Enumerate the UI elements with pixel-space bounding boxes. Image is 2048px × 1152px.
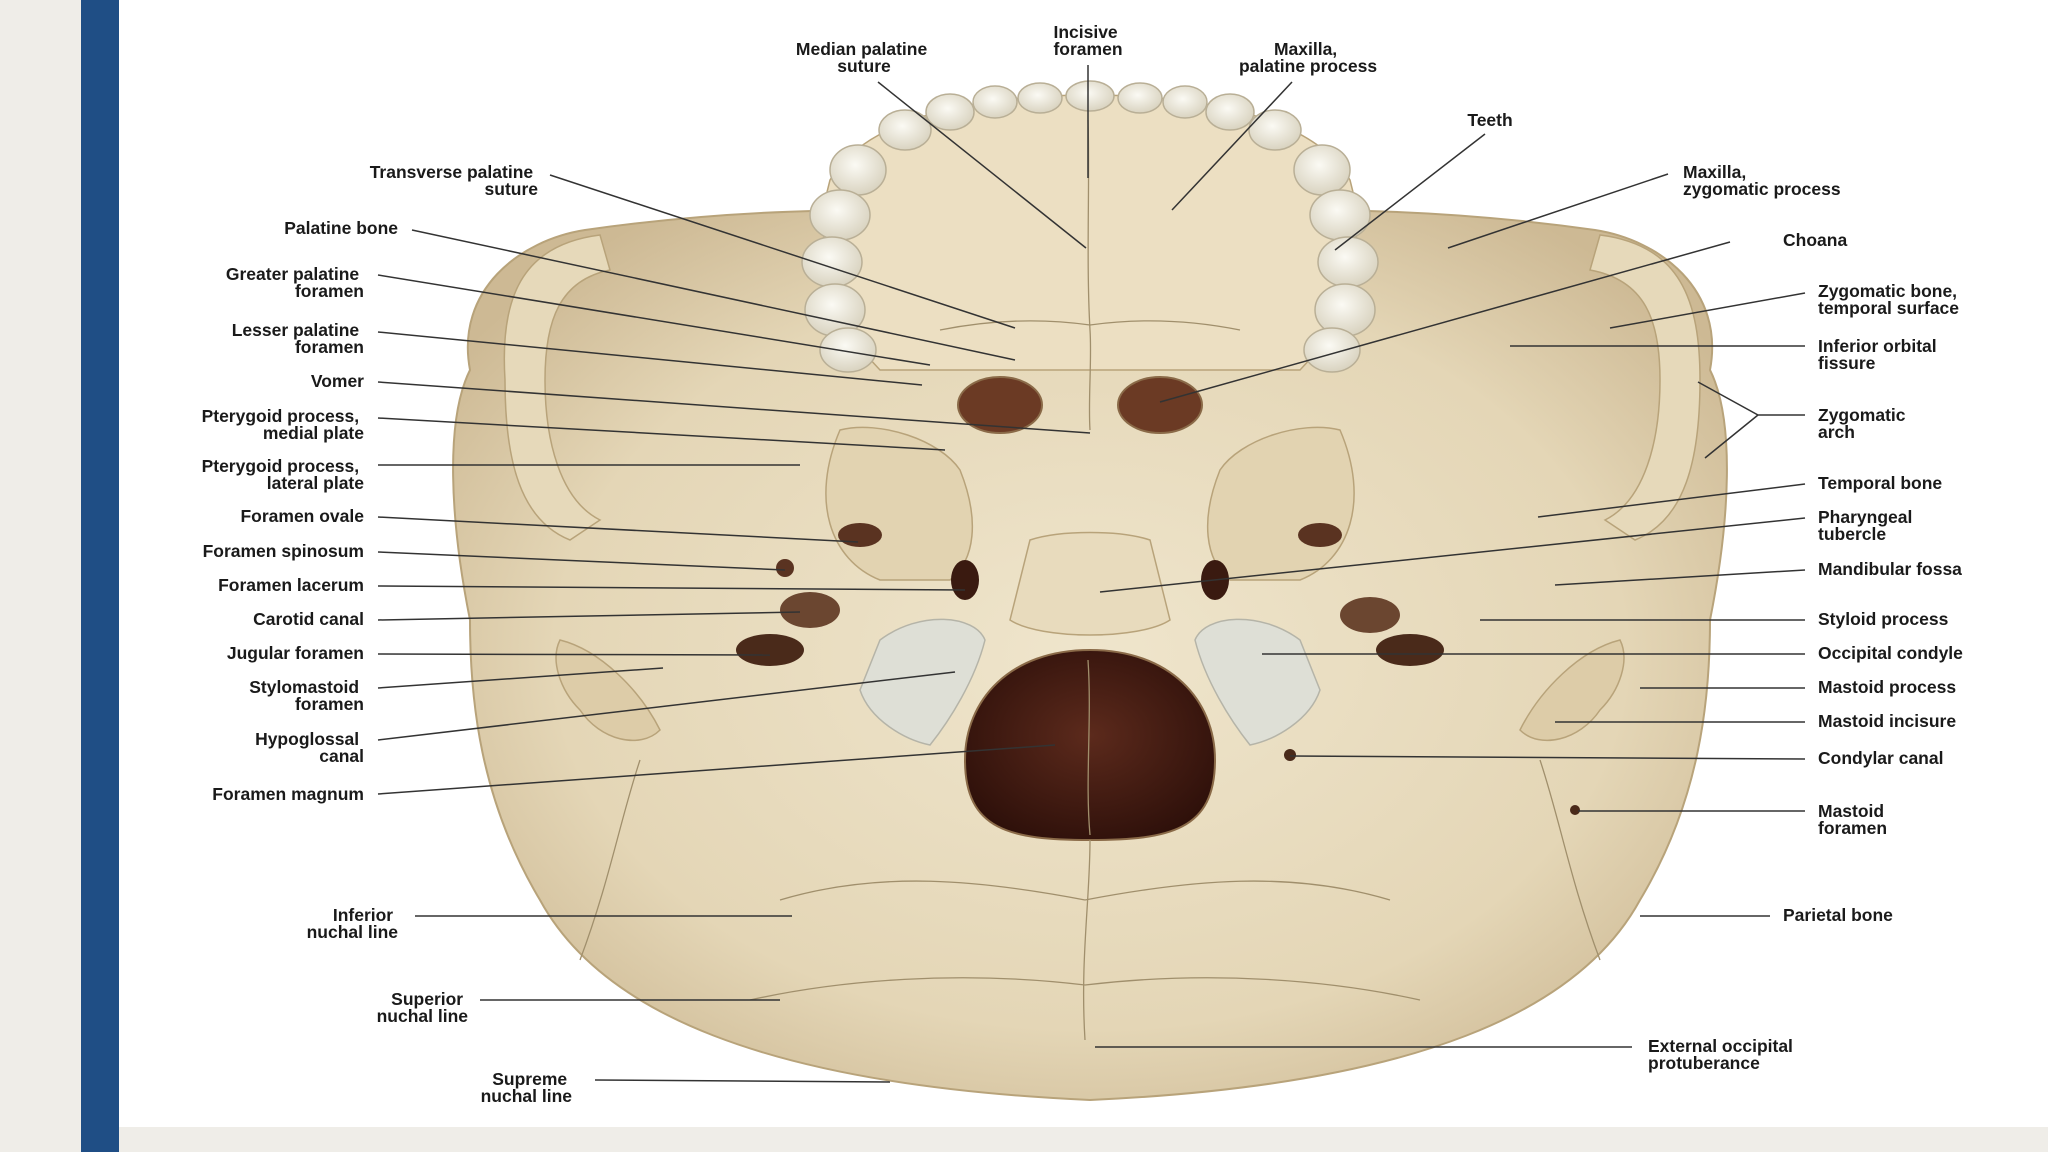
- label-styloid-process: Styloid process: [1818, 609, 1949, 629]
- zygomatic-arch-left: [503, 234, 611, 541]
- mastoid-right: [1519, 639, 1625, 742]
- foramen-spinosum-shape: [776, 559, 794, 577]
- label-inferior-nuchal-line: Inferior nuchal line: [307, 905, 399, 942]
- choana-right-shape: [1117, 376, 1203, 434]
- label-supreme-nuchal-line: Supreme nuchal line: [481, 1069, 573, 1106]
- label-inferior-orbital-fissure: Inferior orbital fissure: [1818, 336, 1942, 373]
- label-mastoid-foramen: Mastoid foramen: [1818, 801, 1889, 838]
- label-zygomatic-arch: Zygomatic arch: [1818, 405, 1910, 442]
- skull-illustration: [452, 80, 1728, 1102]
- label-mandibular-fossa: Mandibular fossa: [1818, 559, 1962, 579]
- jugular-foramen-right-shape: [1376, 634, 1444, 666]
- label-carotid-canal: Carotid canal: [253, 609, 364, 629]
- label-palatine-bone: Palatine bone: [284, 218, 398, 238]
- label-teeth: Teeth: [1467, 110, 1512, 130]
- label-incisive-foramen: Incisive foramen: [1053, 22, 1122, 59]
- label-greater-palatine-foramen: Greater palatine foramen: [226, 264, 364, 301]
- accent-bar: [81, 0, 119, 1152]
- occipital-condyle-right: [1194, 618, 1321, 746]
- label-choana: Choana: [1783, 230, 1847, 250]
- foramen-magnum-shape: [963, 648, 1217, 842]
- condylar-canal-shape: [1284, 749, 1296, 761]
- label-mastoid-incisure: Mastoid incisure: [1818, 711, 1956, 731]
- labels-right: Maxilla, zygomatic process Choana Zygoma…: [1648, 162, 1963, 1073]
- transverse-suture-line: [939, 320, 1241, 331]
- label-foramen-magnum: Foramen magnum: [212, 784, 364, 804]
- label-median-palatine-suture: Median palatine suture: [796, 39, 932, 76]
- label-stylomastoid-foramen: Stylomastoid foramen: [249, 677, 364, 714]
- teeth-group: [801, 80, 1379, 373]
- carotid-canal-shape: [780, 592, 840, 628]
- label-maxilla-zygomatic-process: Maxilla, zygomatic process: [1683, 162, 1841, 199]
- label-hypoglossal-canal: Hypoglossal canal: [255, 729, 364, 766]
- label-jugular-foramen: Jugular foramen: [227, 643, 364, 663]
- choana-left-shape: [957, 376, 1043, 434]
- label-zygomatic-bone-temporal-surface: Zygomatic bone, temporal surface: [1818, 281, 1962, 318]
- foramen-ovale-shape: [838, 523, 882, 547]
- carotid-canal-right-shape: [1340, 597, 1400, 633]
- label-external-occipital-protuberance: External occipital protuberance: [1648, 1036, 1798, 1073]
- label-maxilla-palatine-process: Maxilla, palatine process: [1239, 39, 1377, 76]
- label-transverse-palatine-suture: Transverse palatine suture: [370, 162, 539, 199]
- labels-left: Median palatine suture Incisive foramen …: [202, 22, 1513, 1106]
- label-pharyngeal-tubercle: Pharyngeal tubercle: [1818, 507, 1917, 544]
- mastoid-foramen-shape: [1570, 805, 1580, 815]
- label-pterygoid-lateral-plate: Pterygoid process, lateral plate: [202, 456, 365, 493]
- zygomatic-arch-right: [1589, 234, 1701, 541]
- label-foramen-lacerum: Foramen lacerum: [218, 575, 364, 595]
- label-vomer: Vomer: [311, 371, 364, 391]
- mastoid-left: [555, 639, 661, 742]
- label-lesser-palatine-foramen: Lesser palatine foramen: [232, 320, 364, 357]
- foramen-ovale-right-shape: [1298, 523, 1342, 547]
- label-pterygoid-medial-plate: Pterygoid process, medial plate: [202, 406, 365, 443]
- foramen-lacerum-shape: [951, 560, 979, 600]
- occipital-condyle-left: [859, 618, 986, 746]
- label-foramen-spinosum: Foramen spinosum: [203, 541, 364, 561]
- basilar-occipital: [1009, 531, 1171, 636]
- label-mastoid-process: Mastoid process: [1818, 677, 1956, 697]
- label-parietal-bone: Parietal bone: [1783, 905, 1893, 925]
- label-occipital-condyle: Occipital condyle: [1818, 643, 1963, 663]
- label-condylar-canal: Condylar canal: [1818, 748, 1943, 768]
- label-foramen-ovale: Foramen ovale: [240, 506, 364, 526]
- label-temporal-bone: Temporal bone: [1818, 473, 1942, 493]
- leader-lines: [377, 65, 1806, 1083]
- jugular-foramen-shape: [736, 634, 804, 666]
- label-superior-nuchal-line: Superior nuchal line: [377, 989, 469, 1026]
